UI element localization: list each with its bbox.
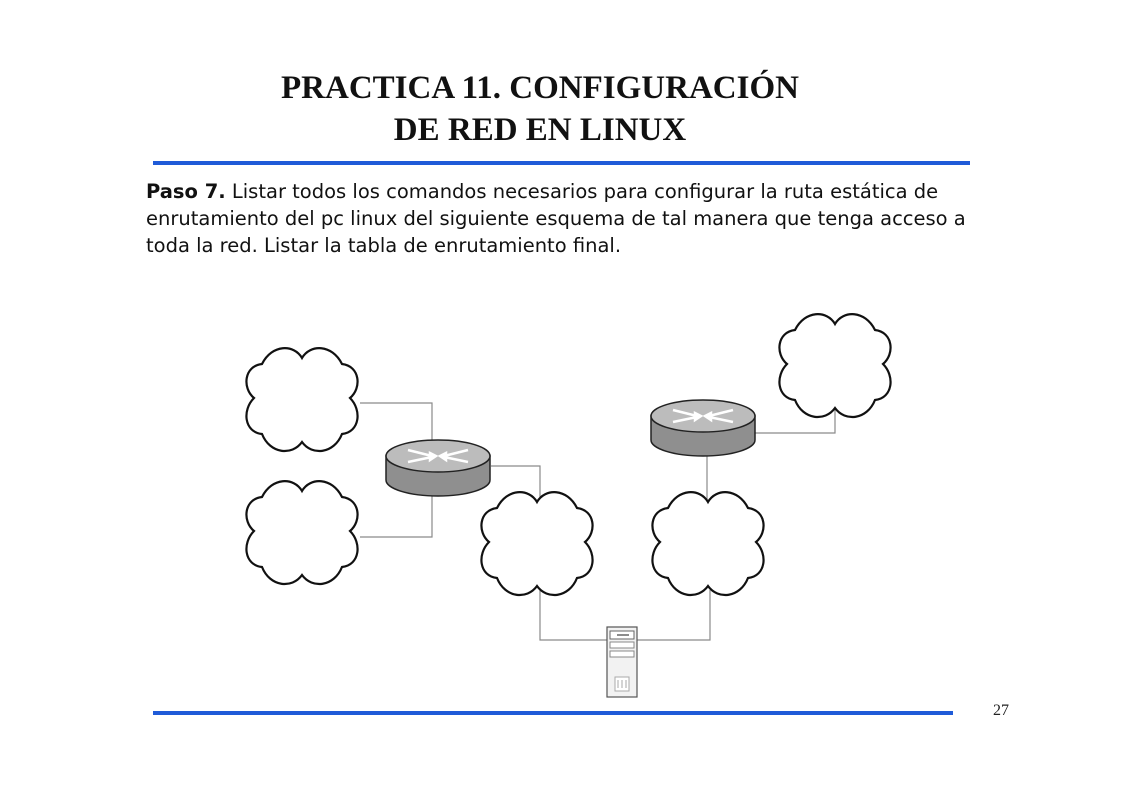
linux-pc-server-icon <box>606 626 638 698</box>
link-cloud-top-left-router-left <box>360 402 433 448</box>
link-cloud-center-right-pc <box>637 590 711 641</box>
router-arrows-icon <box>407 448 469 464</box>
step-text: Listar todos los comandos necesarios par… <box>146 180 966 257</box>
cloud-top-right <box>778 313 892 419</box>
link-cloud-bottom-left-router-left <box>360 493 433 538</box>
cloud-center <box>480 491 594 597</box>
slide-title-line-1: PRACTICA 11. CONFIGURACIÓN <box>281 70 799 106</box>
network-links <box>360 398 836 641</box>
step-instructions: Paso 7. Listar todos los comandos necesa… <box>146 178 996 259</box>
cloud-center-right <box>651 491 765 597</box>
top-divider <box>153 161 970 165</box>
cloud-bottom-left <box>245 480 359 586</box>
router-arrows-icon <box>672 408 734 424</box>
router-right <box>650 399 756 457</box>
step-label: Paso 7. <box>146 180 226 203</box>
page-number: 27 <box>993 702 1009 719</box>
link-cloud-center-pc <box>539 590 607 641</box>
cloud-top-left <box>245 347 359 453</box>
router-left <box>385 439 491 497</box>
link-router-left-cloud-center <box>491 465 541 505</box>
slide-title-line-2: DE RED EN LINUX <box>393 112 687 148</box>
bottom-divider <box>153 711 953 715</box>
